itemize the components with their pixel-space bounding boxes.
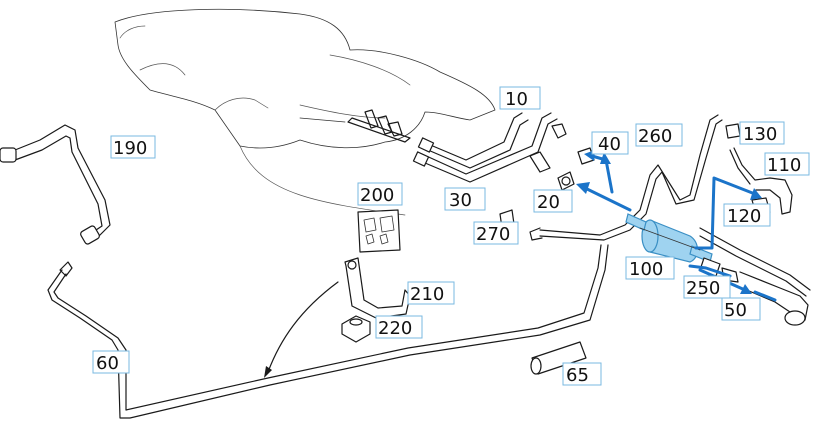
callout-20: 20 <box>533 189 573 213</box>
callout-100: 100 <box>625 256 675 280</box>
callout-label: 190 <box>113 138 147 159</box>
callout-220: 220 <box>375 315 423 339</box>
callout-label: 10 <box>505 89 528 110</box>
callout-60: 60 <box>92 350 130 374</box>
callout-110: 110 <box>764 152 810 176</box>
callout-label: 210 <box>410 284 444 305</box>
callout-label: 60 <box>96 353 119 374</box>
pressure-line <box>529 114 723 241</box>
callout-10: 10 <box>499 86 541 110</box>
callout-260: 260 <box>635 123 683 147</box>
callout-label: 50 <box>724 300 747 321</box>
callout-30: 30 <box>444 187 486 211</box>
callout-label: 220 <box>378 318 412 339</box>
fuel-lines <box>412 112 567 183</box>
callout-label: 20 <box>537 192 560 213</box>
callout-40: 40 <box>591 131 629 155</box>
callout-label: 200 <box>360 185 394 206</box>
callout-200: 200 <box>357 182 403 206</box>
callout-210: 210 <box>407 281 455 305</box>
callout-label: 250 <box>686 278 720 299</box>
supply-line <box>47 244 609 419</box>
fuel-filter <box>625 213 713 263</box>
callout-label: 120 <box>727 206 761 227</box>
callout-190: 190 <box>110 135 156 159</box>
rubber-mount <box>357 209 401 253</box>
leader-arrow <box>264 281 339 378</box>
callout-label: 260 <box>638 126 672 147</box>
nut <box>341 315 371 343</box>
callout-label: 100 <box>629 259 663 280</box>
return-hose <box>0 124 111 245</box>
hose-piece <box>530 341 587 375</box>
callout-label: 130 <box>743 124 777 145</box>
callout-label: 270 <box>476 224 510 245</box>
callout-label: 110 <box>767 155 801 176</box>
callout-50: 50 <box>721 297 761 321</box>
callout-label: 65 <box>566 365 589 386</box>
callout-250: 250 <box>683 275 731 299</box>
callout-65: 65 <box>562 362 602 386</box>
fuel-tank <box>114 8 496 216</box>
fuel-sender-unit <box>299 109 411 143</box>
callout-label: 40 <box>598 134 621 155</box>
callout-label: 30 <box>449 190 472 211</box>
callout-120: 120 <box>723 203 771 227</box>
callout-130: 130 <box>739 121 785 145</box>
bracket <box>344 257 411 319</box>
callout-270: 270 <box>473 221 519 245</box>
